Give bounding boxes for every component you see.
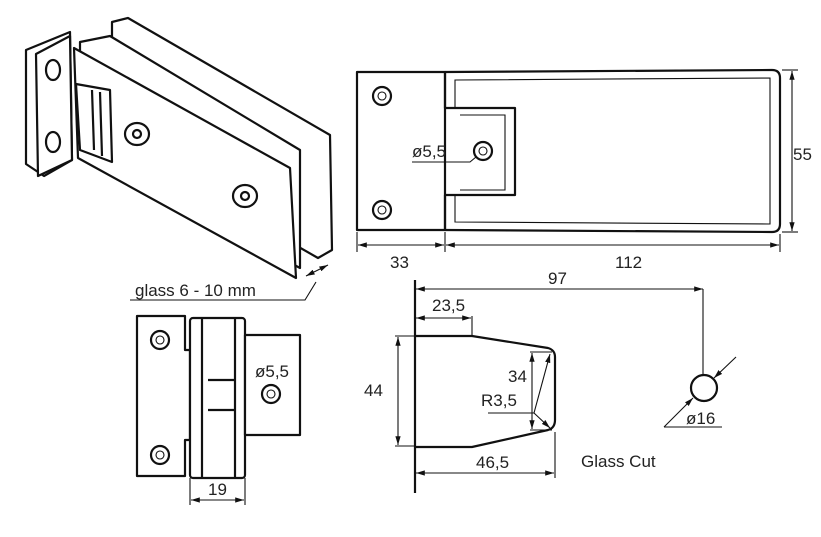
- side-hole-diameter: ø5,5: [255, 362, 289, 381]
- dim-19: 19: [208, 480, 227, 499]
- dim-23-5: 23,5: [432, 296, 465, 315]
- glass-cut-view: 97 23,5 44 34 R3,5 46,5 ø16 Glass Cut: [364, 269, 737, 493]
- dim-112: 112: [615, 253, 642, 272]
- glass-cut-label: Glass Cut: [581, 452, 656, 471]
- dim-46-5: 46,5: [476, 453, 509, 472]
- top-view: ø5,5 33 112 55: [355, 68, 812, 272]
- isometric-view: glass 6 - 10 mm: [24, 16, 334, 301]
- dim-r3-5: R3,5: [481, 391, 517, 410]
- dim-16: ø16: [686, 409, 715, 428]
- dim-33: 33: [390, 253, 409, 272]
- dim-34: 34: [508, 367, 527, 386]
- dim-44: 44: [364, 381, 383, 400]
- top-hole-diameter: ø5,5: [412, 142, 446, 161]
- side-view: ø5,5 19: [135, 314, 302, 505]
- dim-55: 55: [793, 145, 812, 164]
- glass-thickness-label: glass 6 - 10 mm: [135, 281, 256, 300]
- dim-97: 97: [548, 269, 567, 288]
- glass-hole: [689, 373, 719, 403]
